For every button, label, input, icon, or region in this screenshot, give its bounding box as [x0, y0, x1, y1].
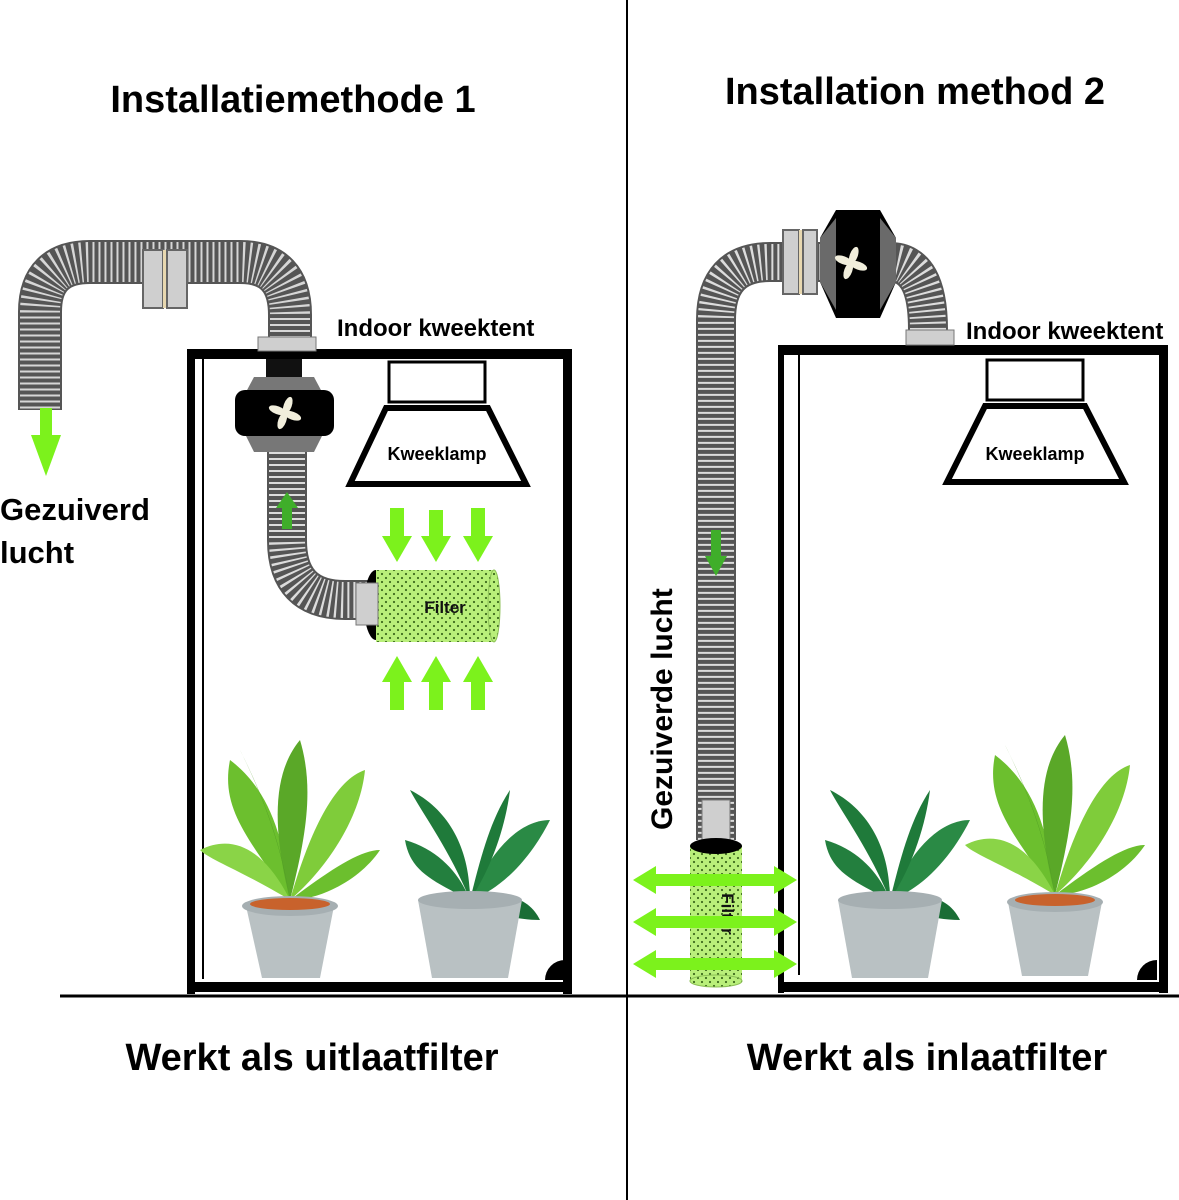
inline-fan-2	[820, 210, 896, 318]
carbon-filter-1	[355, 569, 501, 643]
panel-2-caption: Werkt als inlaatfilter	[747, 1037, 1108, 1079]
plant-pot-2	[418, 891, 522, 978]
purified-air-label-2: Gezuiverde lucht	[646, 588, 679, 830]
inner-duct-1	[267, 452, 372, 620]
tent-label-2: Indoor kweektent	[966, 318, 1163, 345]
arrow-airflow-up	[276, 492, 298, 529]
panel-1-caption: Werkt als uitlaatfilter	[125, 1037, 498, 1079]
lamp-label-2: Kweeklamp	[985, 444, 1084, 464]
fan-icon	[834, 246, 868, 280]
intake-duct-2	[696, 229, 955, 841]
grow-lamp-1	[345, 360, 531, 487]
plant-pot-1	[242, 896, 338, 978]
filter-label-2: Filter	[718, 893, 737, 935]
grow-tent-2	[778, 345, 1168, 993]
arrows-through-filter	[633, 866, 797, 978]
panel-method-2: Installation method 2 Indoor kweektent	[633, 71, 1168, 1079]
exhaust-duct-1	[18, 240, 317, 410]
panel-method-1: Installatiemethode 1 Indoor kweektent	[0, 79, 572, 1079]
arrows-into-filter-top	[382, 508, 493, 562]
arrow-airflow-down	[705, 530, 727, 576]
inline-fan-1	[235, 359, 334, 452]
purified-air-label-line2: lucht	[0, 535, 74, 570]
plant-pot-4	[1007, 892, 1103, 976]
panel-2-title: Installation method 2	[725, 71, 1105, 113]
arrows-into-filter-bottom	[382, 656, 493, 710]
grow-lamp-2	[942, 358, 1129, 485]
purified-air-label-line1: Gezuiverd	[0, 492, 150, 527]
plant-fern-1	[200, 740, 380, 900]
plant-fern-2	[965, 735, 1145, 895]
panel-1-title: Installatiemethode 1	[110, 79, 475, 121]
filter-label-1: Filter	[424, 598, 466, 617]
arrow-purified-air-out	[31, 408, 61, 476]
grow-tent-1	[187, 349, 572, 994]
tent-label-1: Indoor kweektent	[337, 315, 534, 342]
lamp-label-1: Kweeklamp	[387, 444, 486, 464]
fan-icon	[268, 396, 302, 430]
plant-pot-3	[838, 891, 942, 978]
